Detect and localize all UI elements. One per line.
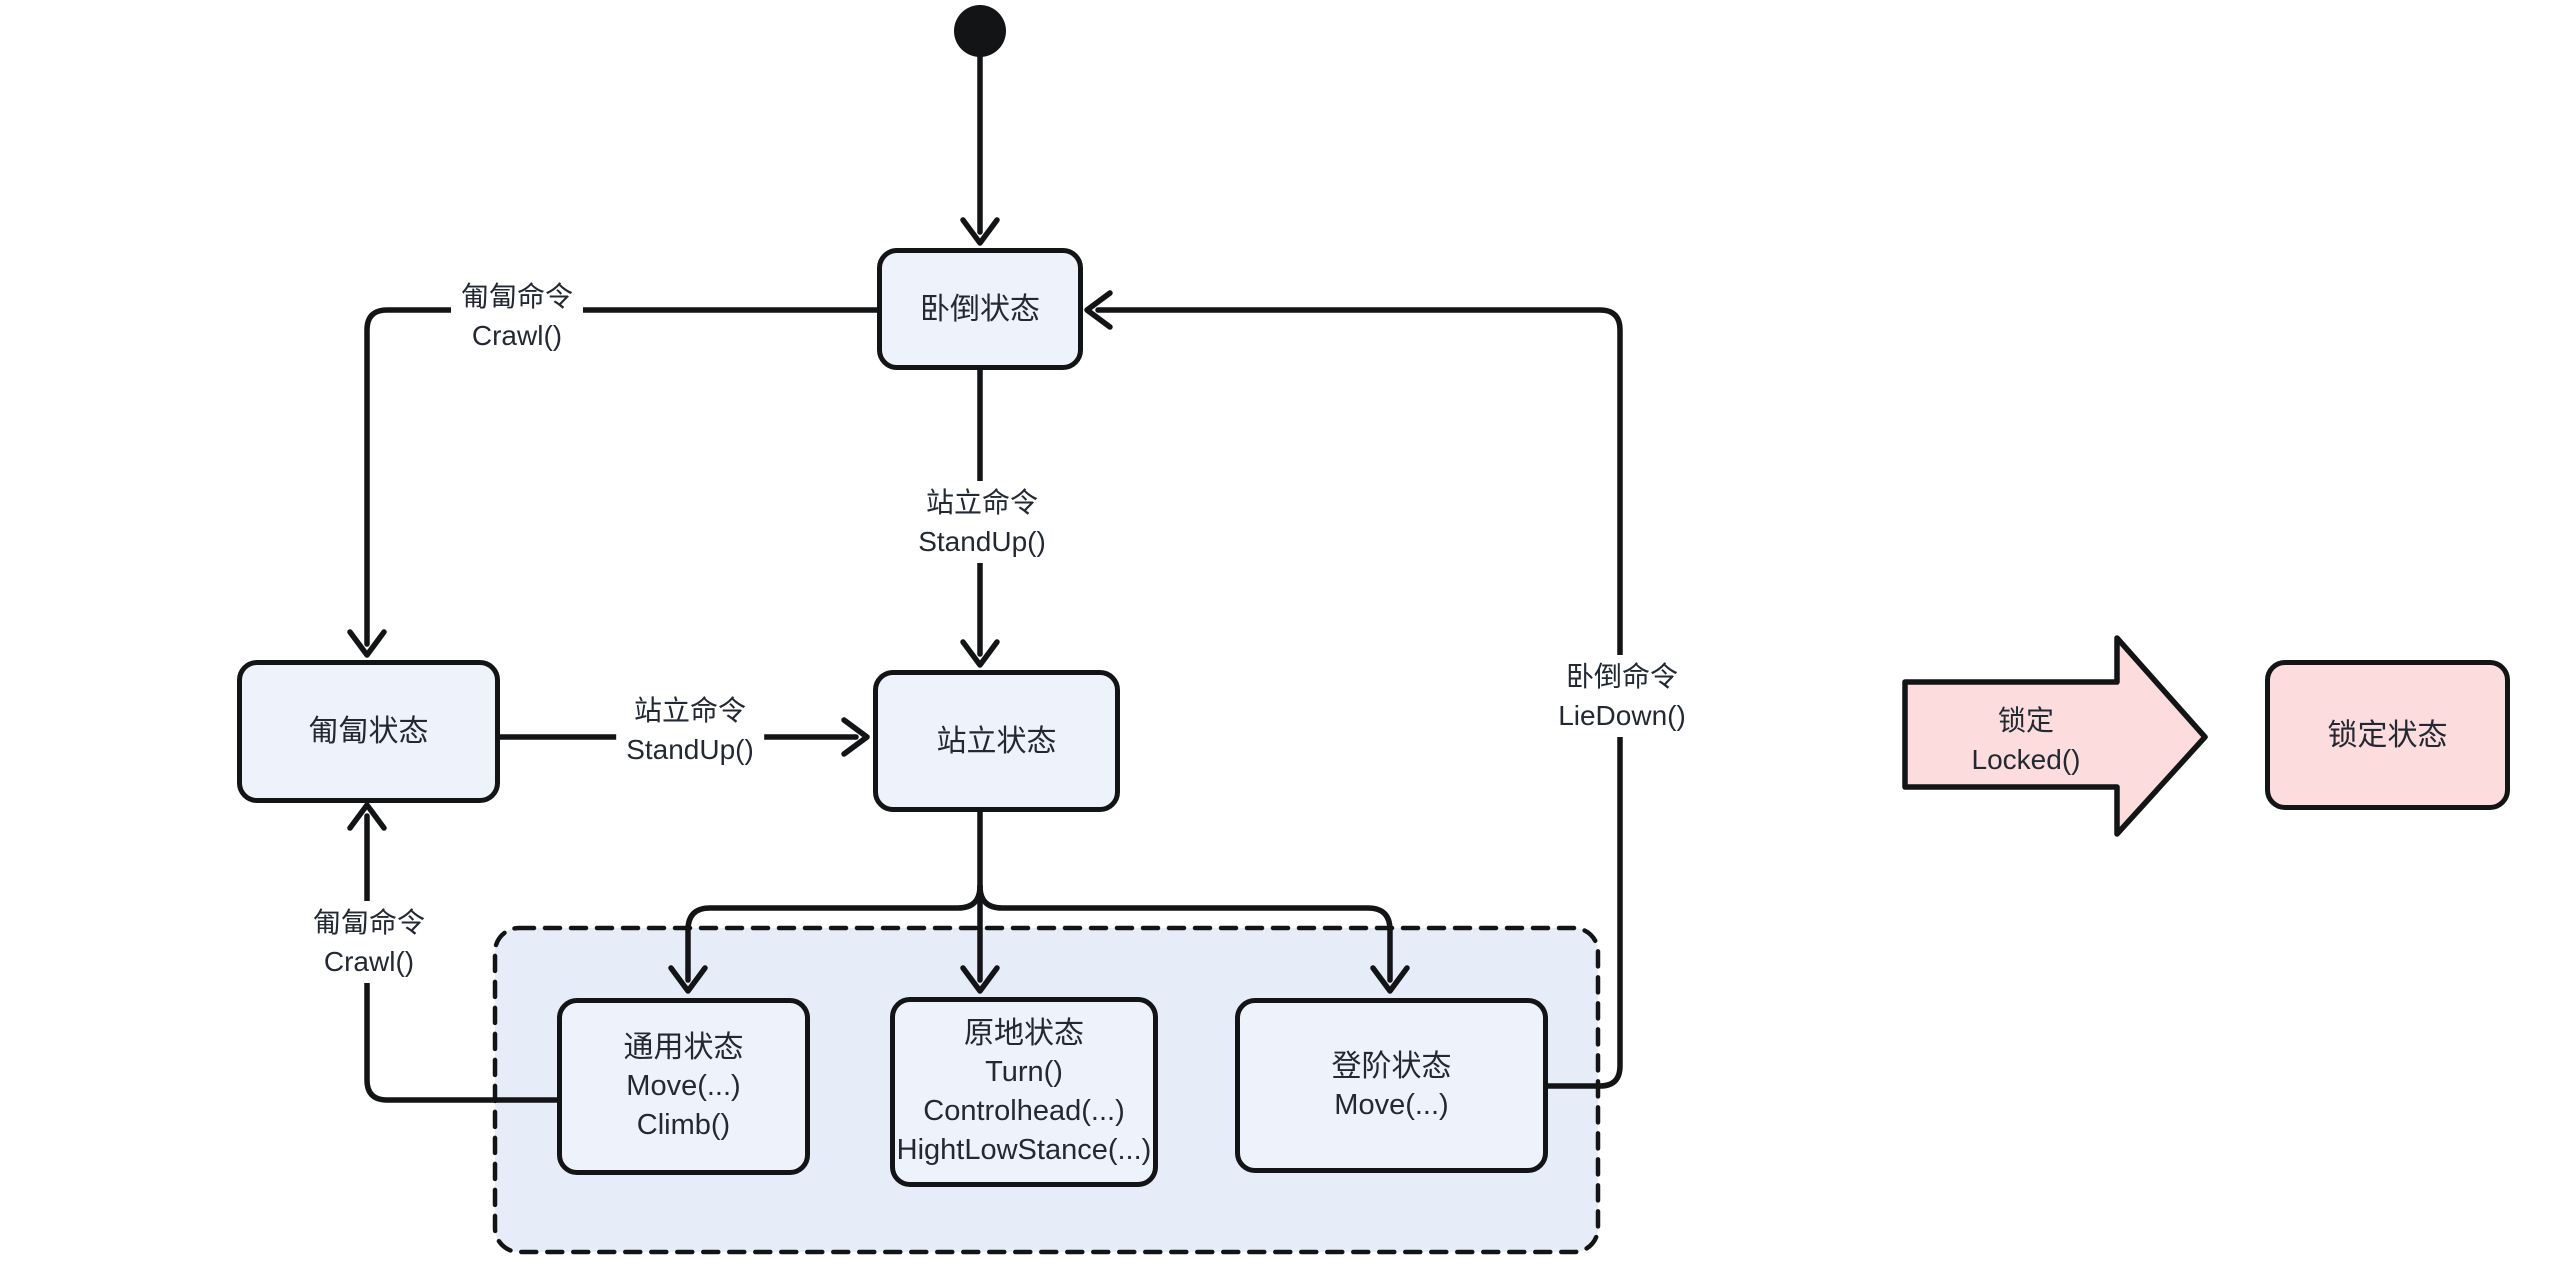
arrowhead-down-liedown <box>960 217 1000 246</box>
state-crawl: 匍匐状态 <box>237 660 500 803</box>
state-in-place: 原地状态 Turn() Controlhead(...) HightLowSta… <box>890 997 1158 1187</box>
edge-label-code: StandUp() <box>626 734 754 765</box>
connector-general-to-crawl <box>364 813 560 1103</box>
locked-transition-arrow <box>1902 635 2208 837</box>
state-stand-label: 站立状态 <box>936 724 1057 758</box>
arrowhead-right-stand <box>841 717 870 757</box>
edge-label-code: Crawl() <box>471 320 563 351</box>
edge-label-title: 站立命令 <box>925 487 1038 518</box>
state-lie-down-label: 卧倒状态 <box>920 292 1040 326</box>
state-general-method: Move(...) <box>626 1070 741 1102</box>
state-general-label: 通用状态 <box>623 1031 744 1064</box>
state-in-place-method: Turn() <box>985 1056 1063 1088</box>
state-stairs-label: 登阶状态 <box>1331 1049 1452 1083</box>
edge-label-standup-from-liedown: 站立命令 StandUp() <box>908 481 1056 563</box>
state-general-method: Climb() <box>636 1109 731 1141</box>
state-lie-down: 卧倒状态 <box>877 248 1083 370</box>
edge-label-standup-from-crawl: 站立命令 StandUp() <box>616 689 764 771</box>
connector-stand-to-stairs <box>977 883 1393 983</box>
initial-state-dot <box>954 5 1006 57</box>
state-in-place-method: HightLowStance(...) <box>896 1134 1152 1166</box>
arrowhead-down-crawl <box>347 629 387 658</box>
edge-label-title: 匍匐命令 <box>460 281 574 312</box>
edge-label-code: LieDown() <box>1558 700 1686 731</box>
arrowhead-left-liedown <box>1084 290 1113 330</box>
state-stairs: 登阶状态 Move(...) <box>1235 998 1548 1173</box>
edge-label-title: 卧倒命令 <box>1565 661 1679 692</box>
edge-label-title: 匍匐命令 <box>312 907 426 938</box>
edge-label-title: 站立命令 <box>633 695 746 726</box>
edge-label-code: StandUp() <box>918 526 1046 557</box>
arrowhead-down-stairs <box>1370 965 1410 994</box>
edge-label-liedown-command: 卧倒命令 LieDown() <box>1548 655 1696 737</box>
arrowhead-up-crawl <box>347 802 387 831</box>
connector-liedown-to-crawl <box>364 307 880 647</box>
edge-label-crawl-command-bottom: 匍匐命令 Crawl() <box>302 901 436 983</box>
state-locked-label: 锁定状态 <box>2327 718 2448 752</box>
state-crawl-label: 匍匐状态 <box>308 715 429 748</box>
arrowhead-down-stand <box>960 639 1000 668</box>
edge-label-code: Crawl() <box>323 946 415 977</box>
edge-label-title: 锁定 <box>1997 705 2054 736</box>
edge-label-code: Locked() <box>1971 744 2081 775</box>
connector-stand-to-general <box>685 883 983 983</box>
edge-label-crawl-command-top: 匍匐命令 Crawl() <box>450 275 584 357</box>
state-locked: 锁定状态 <box>2265 660 2510 810</box>
state-in-place-label: 原地状态 <box>964 1017 1084 1050</box>
state-general: 通用状态 Move(...) Climb() <box>557 998 810 1175</box>
state-stairs-method: Move(...) <box>1334 1088 1449 1121</box>
arrowhead-down-inplace <box>960 965 1000 994</box>
state-stand: 站立状态 <box>873 670 1120 812</box>
edge-label-locked-command: 锁定 Locked() <box>1962 699 2091 781</box>
state-in-place-method: Controlhead(...) <box>923 1095 1125 1127</box>
arrowhead-down-general <box>668 965 708 994</box>
